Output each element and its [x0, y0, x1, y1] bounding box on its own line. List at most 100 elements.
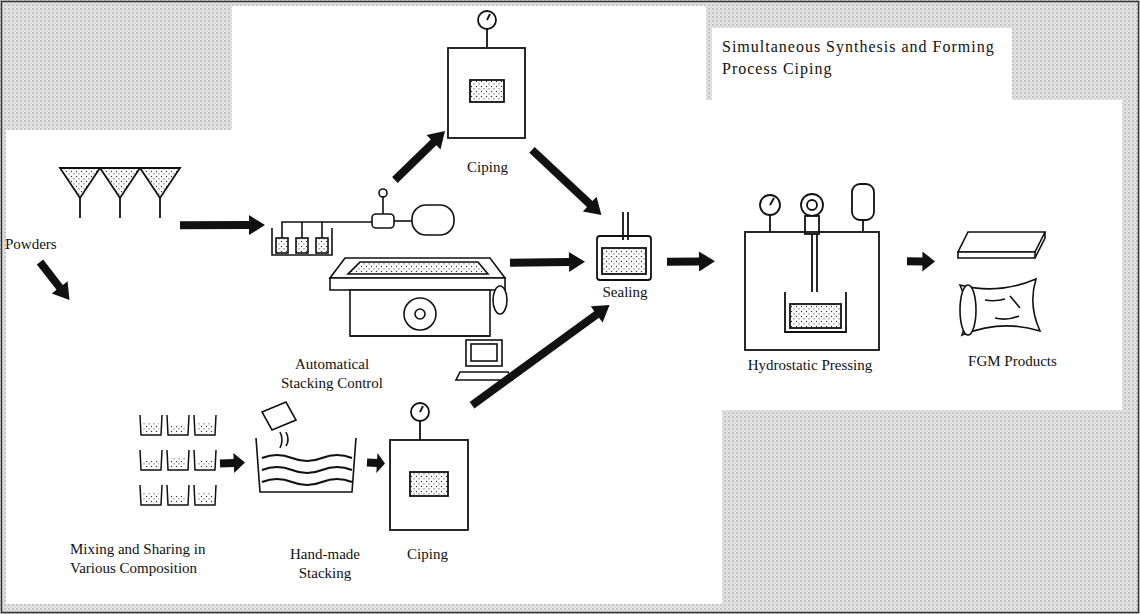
stacking-apparatus [372, 214, 394, 228]
fgm-products [960, 285, 976, 335]
ciping-vessel [419, 421, 421, 440]
stacking-apparatus [350, 335, 490, 337]
stacking-apparatus [415, 309, 425, 319]
powder-funnels [140, 168, 180, 198]
stacking-apparatus [471, 344, 497, 361]
mixing-cups [140, 415, 162, 435]
ciping-vessel [410, 472, 448, 496]
flow-arrow [907, 251, 935, 271]
flow-arrow [510, 252, 585, 272]
stage-label: Automatical Stacking Control [267, 355, 397, 393]
ciping-vessel [487, 14, 490, 20]
hydrostatic-press [790, 304, 841, 328]
hydrostatic-press [816, 234, 818, 292]
mixing-cups [170, 458, 186, 468]
stacking-apparatus [282, 222, 322, 238]
stacking-apparatus [316, 238, 328, 253]
ciping-vessel [448, 48, 525, 138]
hand-stacking-tray [262, 455, 352, 485]
stage-label: Hydrostatic Pressing [715, 356, 905, 375]
ciping-vessel [390, 403, 468, 530]
hydrostatic-press [801, 194, 823, 216]
mixing-cups [197, 461, 213, 468]
process-stage: Automatical Stacking Control [265, 180, 510, 410]
fgm-products [958, 232, 1045, 252]
process-stage: Mixing and Sharing in Various Compositio… [5, 300, 220, 592]
fgm-products [958, 232, 1045, 335]
mixing-cups [143, 493, 159, 503]
hydrostatic-press [760, 195, 780, 215]
hand-stacking-tray [280, 432, 288, 448]
hydrostatic-press [862, 220, 864, 232]
stage-label: Powders [5, 235, 57, 254]
mixing-cups [140, 450, 162, 470]
process-stage: Ciping [385, 395, 472, 566]
mixing-cups [194, 485, 216, 505]
flow-arrow [220, 453, 245, 473]
powder-funnels [60, 168, 180, 218]
mixing-cups [143, 423, 159, 433]
stacking-apparatus [276, 238, 288, 253]
fgm-products [960, 279, 1040, 335]
sealing-bag [597, 236, 651, 280]
stacking-apparatus [348, 262, 488, 274]
ciping-vessel [448, 11, 525, 138]
stacking-apparatus [404, 298, 436, 330]
powder-funnels [119, 198, 121, 218]
flow-arrow [392, 131, 445, 183]
mixing-cups [197, 493, 213, 503]
fgm-products [985, 296, 1020, 319]
hydrostatic-press [745, 184, 879, 350]
hydrostatic-press [785, 292, 846, 332]
hydrostatic-press [852, 184, 874, 220]
sealing-bag [597, 212, 651, 280]
hydrostatic-press [807, 200, 817, 210]
ciping-vessel [486, 29, 488, 48]
powder-funnels [60, 168, 100, 198]
stacking-apparatus [330, 258, 505, 278]
mixing-cups [170, 496, 186, 503]
hydrostatic-press [769, 215, 771, 232]
stacking-apparatus [296, 238, 308, 253]
hydrostatic-press [811, 234, 813, 292]
hydrostatic-press [770, 198, 774, 205]
mixing-cups [167, 450, 189, 470]
flow-arrow [37, 260, 70, 301]
process-stage: Hydrostatic Pressing [715, 160, 907, 385]
hydrostatic-press [745, 232, 879, 350]
mixing-cups [167, 415, 189, 435]
stage-label: Hand-made Stacking [285, 545, 365, 583]
stacking-apparatus [493, 286, 507, 314]
flow-arrow [367, 453, 385, 473]
mixing-cups [140, 415, 216, 505]
stacking-apparatus [322, 221, 372, 223]
flow-arrow [529, 147, 601, 215]
fgm-products [958, 252, 1035, 258]
mixing-cups [194, 450, 216, 470]
mixing-cups [140, 485, 162, 505]
process-stage: FGM Products [935, 220, 1092, 380]
stacking-apparatus [466, 340, 502, 366]
powder-funnels [100, 168, 140, 198]
process-stage: Powders [5, 160, 180, 262]
stacking-apparatus [379, 189, 387, 197]
ciping-vessel [420, 406, 423, 412]
stage-label: Ciping [385, 545, 470, 564]
process-stage: Ciping [445, 8, 532, 179]
fgm-products [1035, 232, 1045, 258]
flow-arrow [667, 251, 715, 271]
stippled-ground [712, 28, 1012, 108]
stacking-apparatus [272, 189, 512, 380]
mixing-cups [167, 485, 189, 505]
stacking-apparatus [394, 220, 412, 222]
powder-funnels [79, 198, 81, 218]
sealing-bag [602, 248, 646, 274]
ciping-vessel [390, 440, 468, 530]
ciping-vessel [411, 403, 429, 421]
